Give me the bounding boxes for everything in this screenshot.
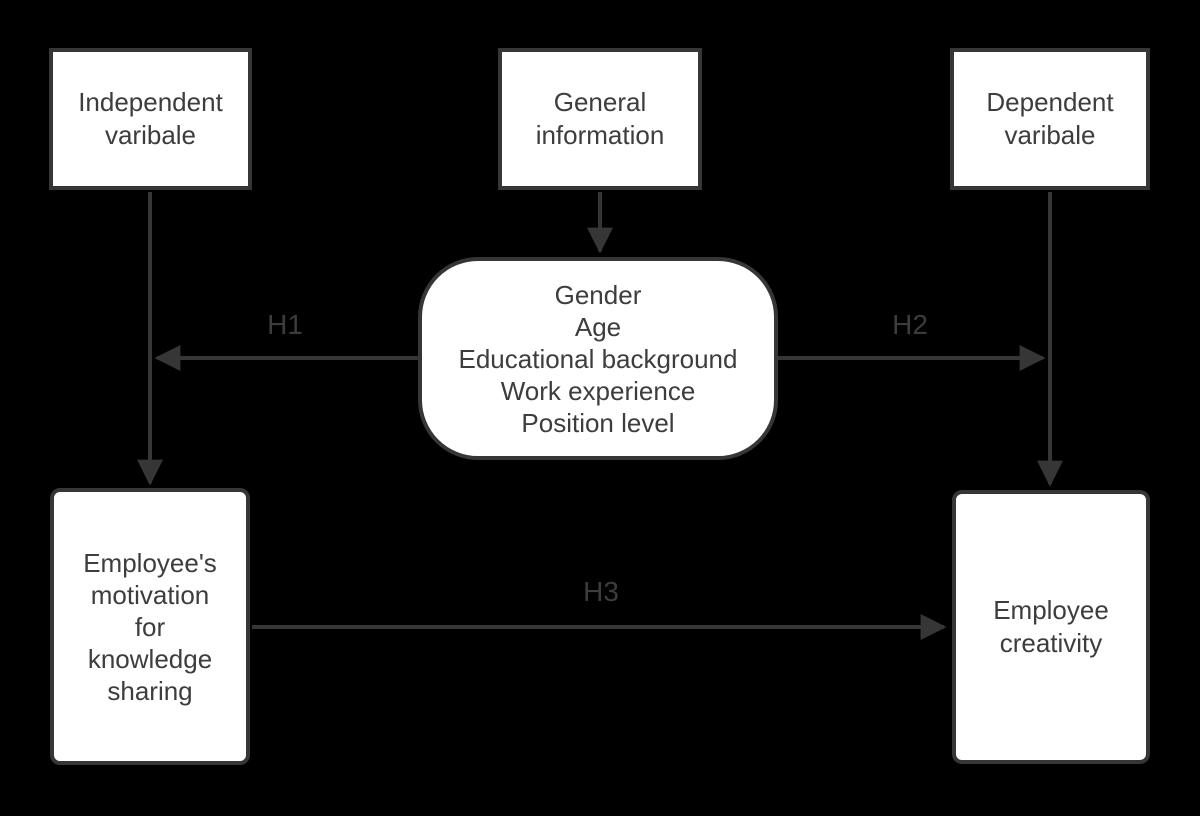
- dependent-variable-label: Dependent varibale: [986, 87, 1114, 150]
- general-information-box: General information: [498, 48, 702, 190]
- creativity-box: Employee creativity: [952, 490, 1150, 764]
- h1-hypothesis-label: H1: [267, 309, 303, 340]
- general-information-label: General information: [535, 87, 665, 150]
- control-variables-box: Gender Age Educational background Work e…: [418, 257, 778, 460]
- creativity-label: Employee creativity: [993, 595, 1109, 658]
- motivation-label: Employee's motivation for knowledge shar…: [83, 547, 217, 706]
- dependent-variable-box: Dependent varibale: [950, 48, 1150, 190]
- control-variables-label: Gender Age Educational background Work e…: [458, 279, 738, 438]
- h3-hypothesis-label: H3: [583, 576, 619, 607]
- independent-variable-box: Independent varibale: [49, 48, 252, 190]
- independent-variable-label: Independent varibale: [78, 87, 223, 150]
- h2-hypothesis-label: H2: [892, 309, 928, 340]
- motivation-box: Employee's motivation for knowledge shar…: [50, 488, 250, 765]
